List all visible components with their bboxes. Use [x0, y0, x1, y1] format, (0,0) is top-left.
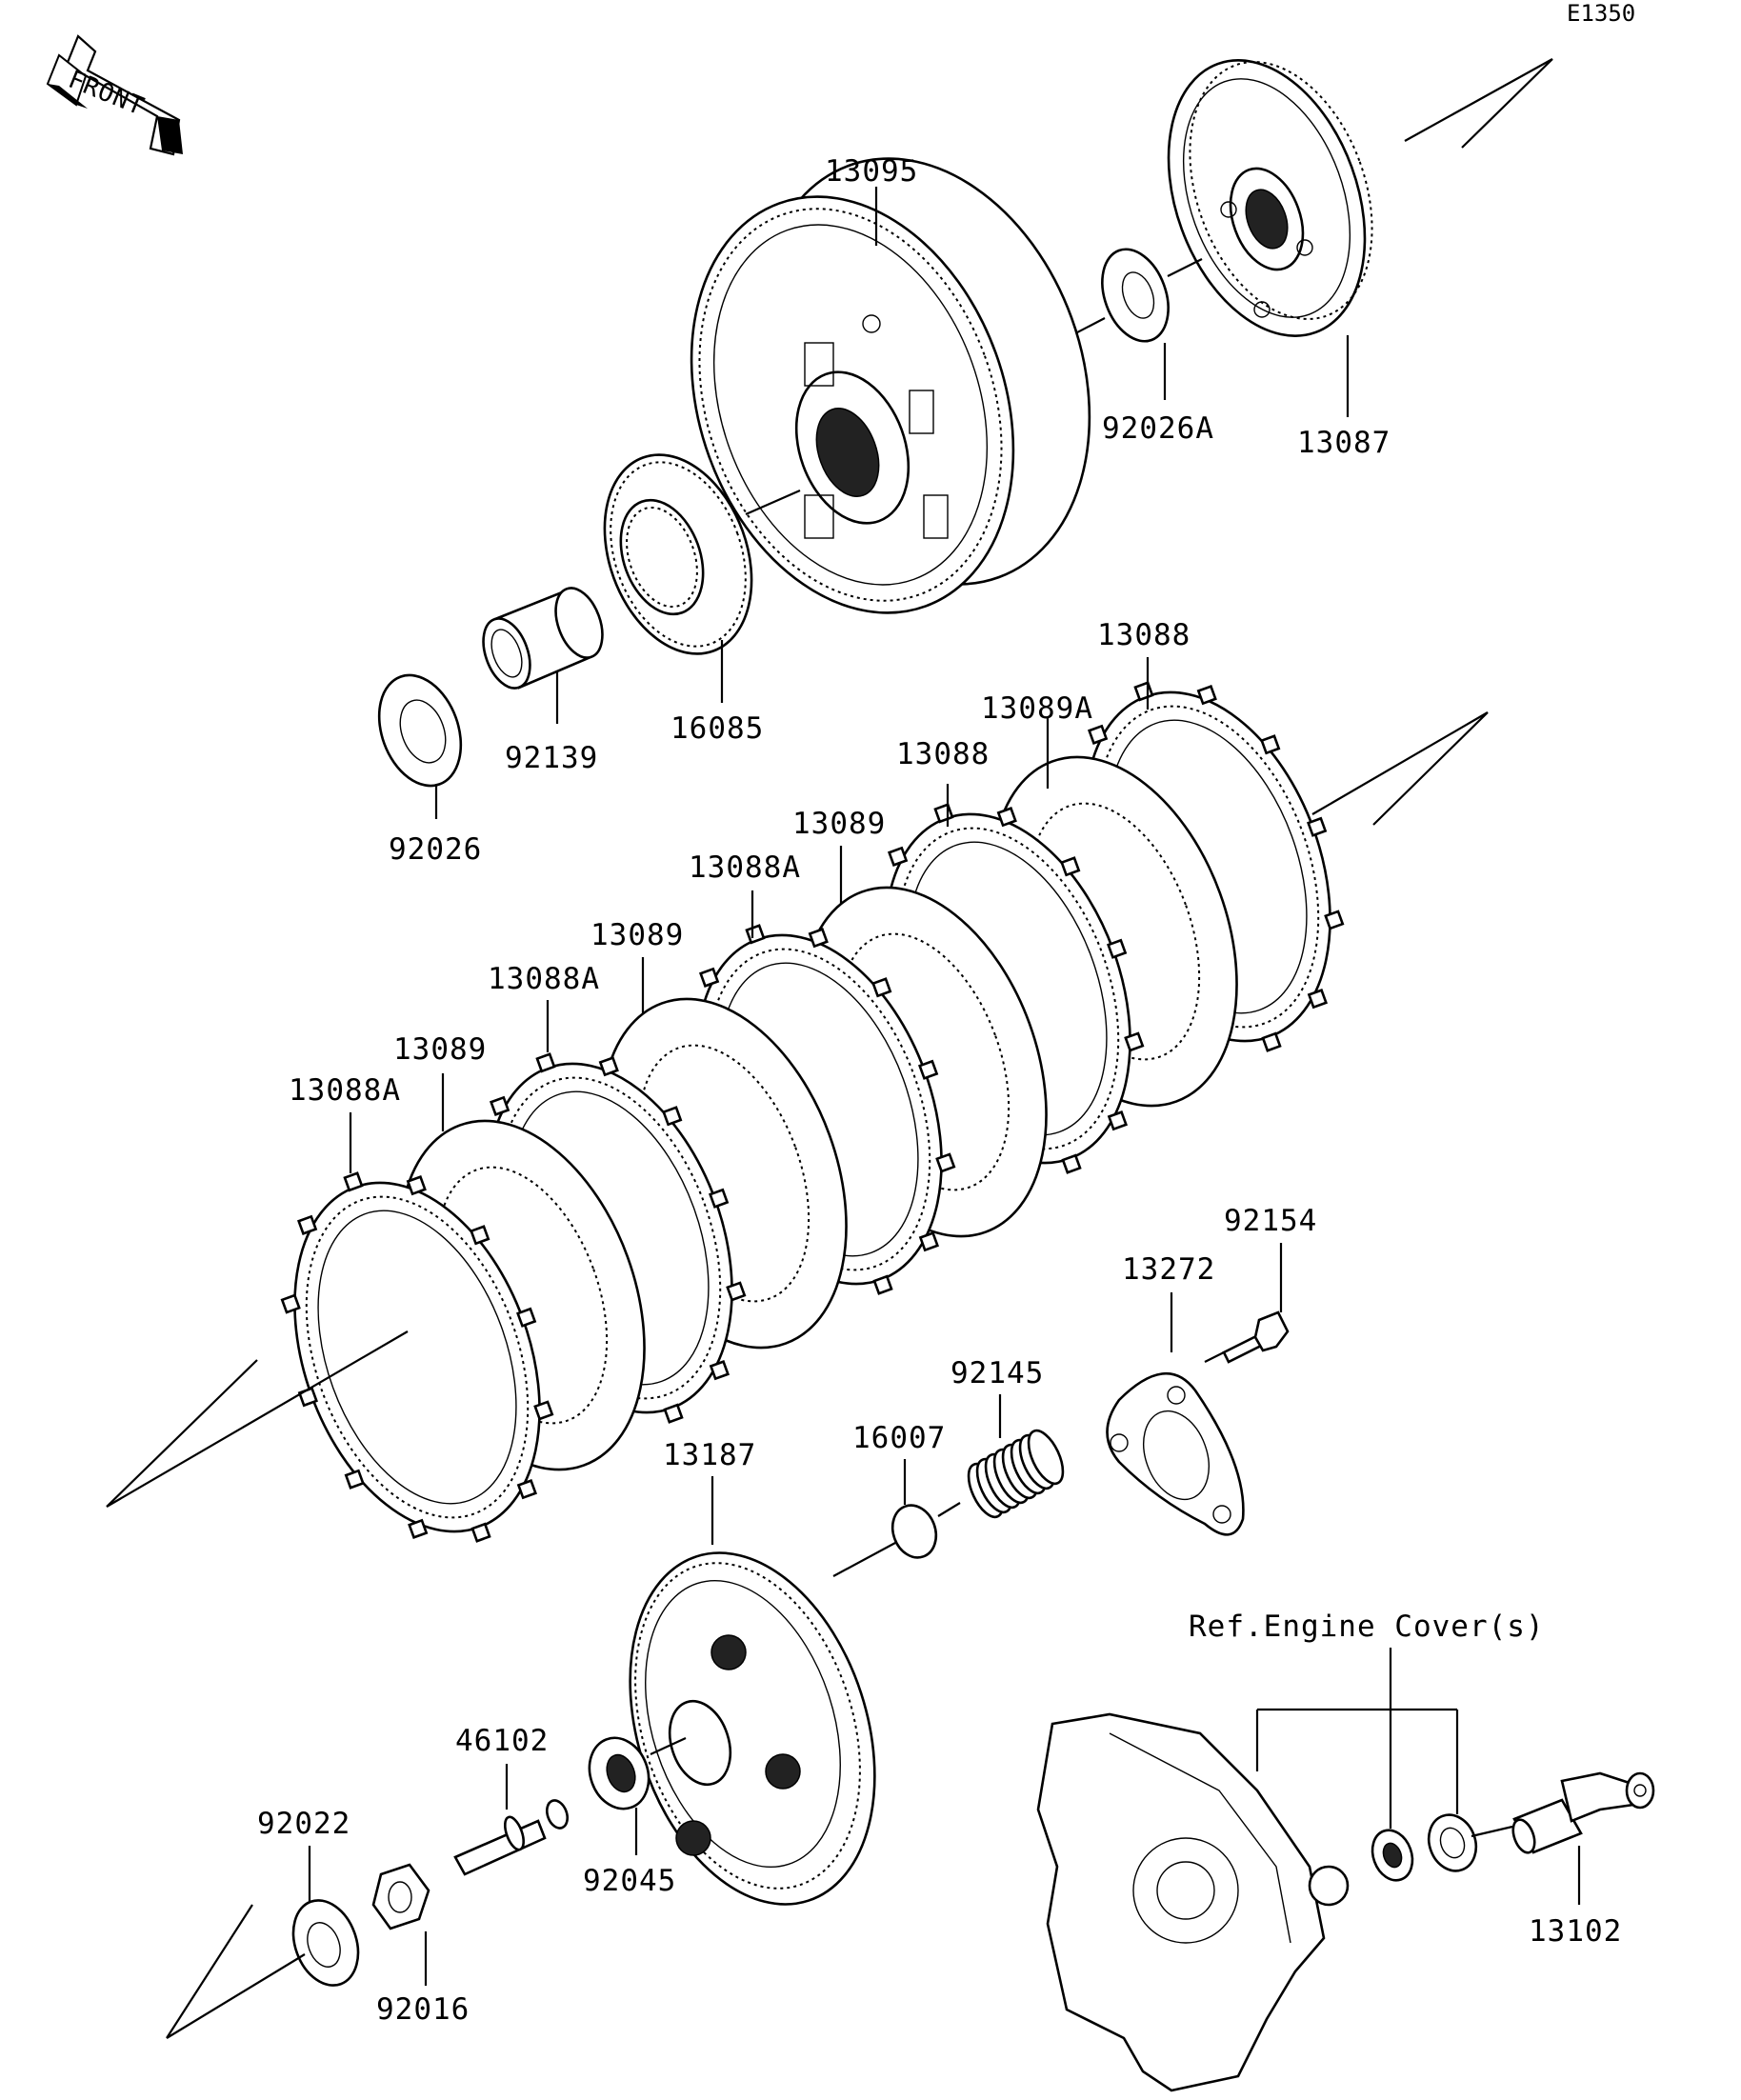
label-92139: 92139: [505, 741, 598, 775]
leader-lines: [308, 187, 1581, 1986]
part-92026-washer: [377, 673, 463, 788]
clutch-plate-stack: [280, 681, 1345, 1543]
part-16007-circlip: [891, 1504, 938, 1559]
label-13095: 13095: [825, 154, 918, 189]
label-92145: 92145: [951, 1356, 1044, 1390]
front-arrow-icon: FRONT: [46, 34, 183, 156]
engine-cover-reference: [1036, 1712, 1350, 2092]
part-13272-plate: [1106, 1371, 1245, 1536]
friction-plate: [280, 1171, 554, 1543]
label-13089-low: 13089: [393, 1032, 487, 1067]
label-46102: 46102: [455, 1724, 549, 1758]
label-13102: 13102: [1529, 1914, 1622, 1949]
diagram-code: E1350: [1567, 0, 1635, 27]
part-13102-release-shaft: [1511, 1771, 1655, 1854]
label-13088A-top: 13088A: [689, 850, 801, 885]
part-92016-nut: [371, 1863, 430, 1930]
ref-engine-cover-label: Ref.Engine Cover(s): [1189, 1610, 1545, 1644]
part-92045-bearing: [588, 1736, 650, 1810]
label-13088A-mid: 13088A: [488, 962, 600, 996]
label-13089-mid: 13089: [590, 918, 684, 952]
label-92154: 92154: [1224, 1204, 1317, 1238]
part-13095-clutch-housing: [690, 157, 1091, 614]
label-13089A: 13089A: [981, 691, 1093, 726]
label-13088-top: 13088: [1097, 618, 1191, 652]
label-92026A: 92026A: [1102, 411, 1214, 446]
part-92026A-washer: [1101, 248, 1170, 343]
label-92045: 92045: [583, 1864, 676, 1898]
label-13272: 13272: [1122, 1252, 1215, 1287]
part-labels: 13095 13087 92026A 16085 92139 92026 130…: [257, 154, 1622, 2027]
front-label: FRONT: [64, 66, 148, 122]
part-92022-washer: [291, 1899, 360, 1987]
label-92022: 92022: [257, 1807, 350, 1841]
label-16085: 16085: [670, 711, 764, 746]
part-92145-spring: [967, 1429, 1065, 1519]
label-13187: 13187: [663, 1438, 756, 1472]
label-92026: 92026: [389, 832, 482, 867]
part-92154-bolt: [1204, 1310, 1290, 1364]
label-13088-second: 13088: [896, 737, 990, 771]
label-13089-top: 13089: [792, 807, 886, 841]
part-16085-gear: [603, 453, 753, 655]
spring-coil: [1027, 1429, 1065, 1486]
part-oil-seal-large: [1427, 1813, 1478, 1872]
part-oil-seal-small: [1371, 1829, 1414, 1882]
part-92139-sleeve: [482, 587, 604, 690]
part-13087-primary-gear: [1167, 59, 1373, 337]
label-92016: 92016: [376, 1992, 470, 2027]
ref-bracket: [1255, 1648, 1459, 1829]
label-13088A-low: 13088A: [289, 1073, 401, 1108]
label-13087: 13087: [1297, 426, 1391, 460]
label-16007: 16007: [852, 1421, 946, 1455]
part-46102-pushrod: [453, 1799, 570, 1876]
